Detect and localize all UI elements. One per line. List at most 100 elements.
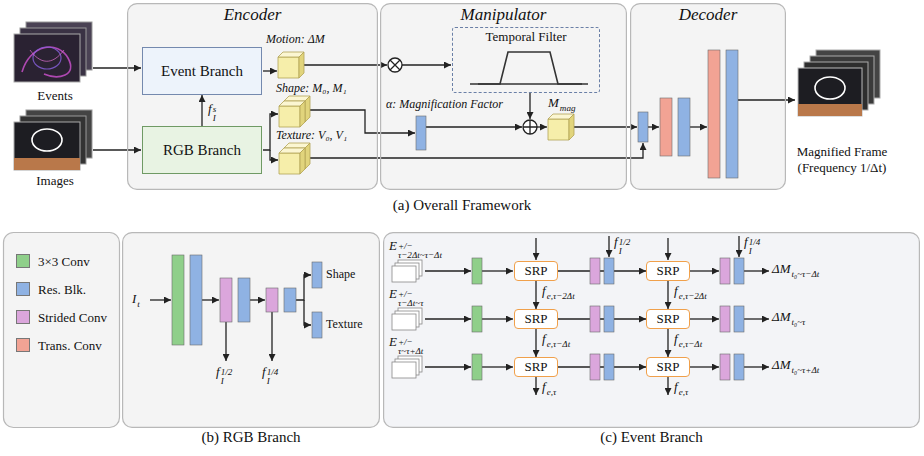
rgb-branch-layers (190, 255, 202, 345)
event-branch-layers (392, 266, 416, 282)
label-text: ΔM (772, 309, 790, 324)
event-branch-layers (720, 354, 730, 380)
node-text: Temporal Filter (485, 29, 566, 44)
label-text: e,τ (679, 387, 689, 397)
flow-lines (93, 67, 141, 68)
node-text: SRP (524, 263, 547, 279)
event-branch-layers (392, 260, 422, 378)
feature-cube (305, 96, 310, 122)
connector-arrow (667, 281, 668, 309)
legend-entry: 3×3 Conv (16, 254, 90, 270)
stage-panel: Decoder (630, 3, 786, 190)
panel-fill (4, 233, 120, 428)
script-stack: +/−τ~τ+Δt (398, 338, 423, 356)
panel-fill (4, 3, 921, 428)
label: Events (37, 88, 72, 104)
rgb-branch-layers (250, 299, 265, 300)
event-branch-layers (392, 314, 416, 330)
flow-lines (263, 114, 278, 150)
label-text: I (267, 377, 279, 386)
legend-swatch (16, 338, 30, 352)
label-text: Shape: M₀, M₁ (276, 81, 347, 95)
connector-arrow (535, 329, 536, 357)
label: (a) Overall Framework (393, 196, 531, 214)
node-text: SRP (656, 311, 679, 327)
operator-symbol (523, 120, 537, 134)
feature-cube (569, 114, 574, 140)
event-branch-layers (608, 236, 609, 257)
srp-module: SRP (646, 357, 690, 377)
event-branch-layers (425, 366, 471, 367)
legend-swatch (16, 310, 30, 324)
label-text: f (614, 234, 618, 249)
label: E+/−τ−Δt~τ (389, 286, 423, 308)
branch-box: Event Branch (142, 47, 262, 95)
label: fe,τ−Δt (542, 331, 570, 350)
node-text: SRP (524, 359, 547, 375)
label-text: e,τ−Δt (679, 339, 703, 349)
events-image (14, 34, 80, 82)
rgb-branch-layers (202, 299, 219, 300)
label-text: I (132, 291, 136, 306)
node-text: SRP (524, 311, 547, 327)
rgb-branch-layers (312, 262, 322, 288)
images-stack (32, 129, 62, 151)
event-branch-layers (604, 306, 614, 332)
operator-symbol (388, 58, 402, 72)
label-text: E (389, 286, 397, 301)
label-text: Shape (326, 267, 355, 281)
rgb-branch-layers (225, 322, 226, 361)
label: fe,τ (674, 379, 688, 398)
label: Motion: ΔM (266, 32, 325, 46)
label-text: I (749, 247, 761, 256)
layer-bar (638, 112, 648, 142)
panel-fill (127, 3, 378, 190)
label: fe,τ−2Δt (542, 283, 575, 302)
event-branch-layers (590, 354, 600, 380)
label-text: f (674, 283, 678, 298)
label: It (132, 291, 140, 310)
events-image (22, 47, 71, 77)
event-branch-layers (392, 236, 769, 395)
flow-lines (648, 126, 659, 127)
script-stack: 1/4I (267, 368, 279, 386)
operator-symbol (523, 120, 537, 134)
label-text: mag (560, 103, 576, 113)
node-text: Manipulator (461, 5, 547, 24)
event-branch-layers (425, 318, 471, 319)
layer-bar (708, 50, 720, 178)
label-text: ΔM (772, 261, 790, 276)
label-text: f (216, 364, 220, 379)
label: Magnified Frame (797, 144, 888, 160)
panel-fill (383, 232, 920, 428)
legend-text: Res. Blk. (38, 282, 86, 297)
label: E+/−τ−2Δt~τ−Δt (389, 238, 442, 260)
output-frames (798, 68, 862, 116)
label: Shape (326, 267, 355, 281)
script-stack: +/−τ−Δt~τ (398, 290, 423, 308)
rgb-branch-layers (150, 299, 171, 300)
srp-module: SRP (514, 261, 558, 281)
event-branch-layers (744, 318, 769, 319)
rgb-branch-layers (172, 255, 322, 345)
label-text: E (389, 238, 397, 253)
feature-cube (279, 106, 300, 127)
connector-arrow (535, 281, 536, 309)
label-text: f (674, 379, 678, 394)
filter-box: Temporal Filter (452, 27, 600, 93)
filter-heading: Temporal Filter (453, 30, 599, 45)
panel-heading: Decoder (630, 6, 786, 25)
event-branch-layers (472, 258, 482, 284)
label-text: τ−2Δt~τ−Δt (398, 251, 442, 260)
event-branch-layers (734, 258, 744, 284)
panel-caption: (c) Event Branch (383, 429, 920, 446)
label-text: Texture (326, 317, 362, 331)
label-text: +/− (398, 338, 423, 347)
node-text: Event Branch (161, 63, 243, 80)
srp-module: SRP (514, 309, 558, 329)
label-text: f (744, 234, 748, 249)
rgb-branch-layers (312, 312, 322, 338)
